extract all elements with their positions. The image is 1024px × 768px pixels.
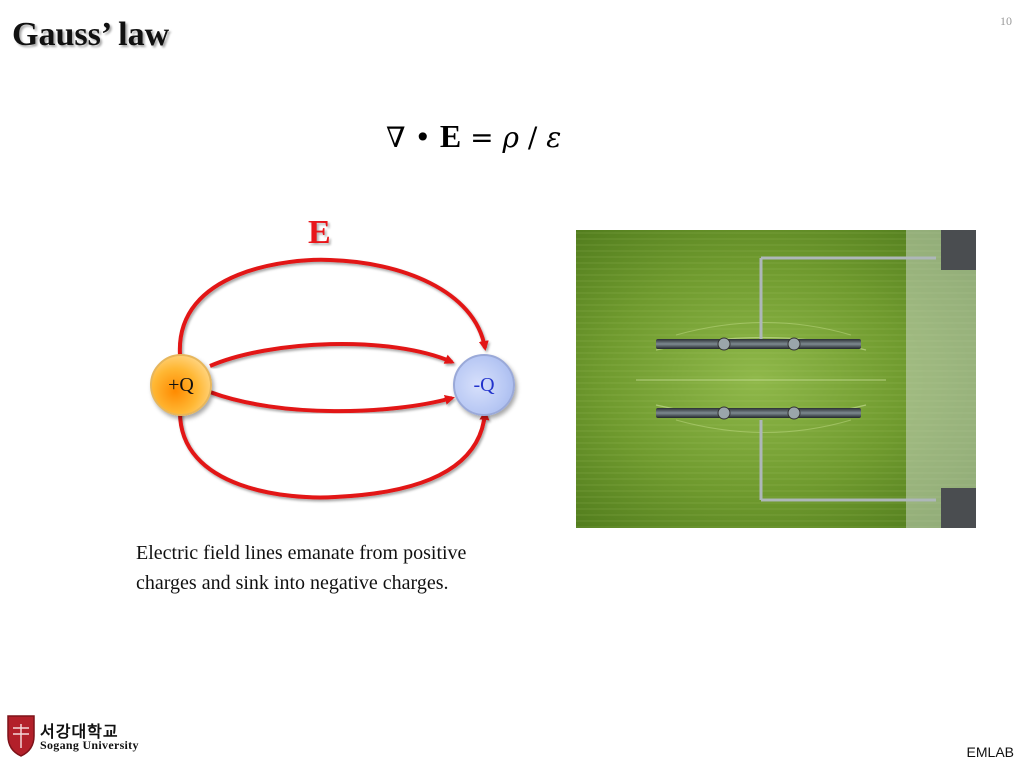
field-label: E: [308, 214, 331, 251]
caption: Electric field lines emanate from positi…: [136, 538, 576, 598]
caption-line-1: Electric field lines emanate from positi…: [136, 542, 467, 564]
electric-field-symbol: E: [439, 118, 462, 154]
field-photo-svg: [576, 230, 976, 528]
photo-wire-top: [759, 256, 936, 342]
slide-title: Gauss’ law: [12, 16, 170, 53]
footer-brand: EMLAB: [966, 744, 1014, 760]
field-line-top: [177, 257, 489, 356]
photo-plate-top: [656, 339, 861, 349]
field-line-upper-middle: [209, 342, 455, 368]
university-name-korean: 서강대학교: [40, 722, 119, 741]
nabla-symbol: ∇: [386, 121, 406, 154]
photo-clamp-top: [941, 230, 976, 270]
dot-operator: •: [414, 121, 431, 154]
university-name-english: Sogang University: [40, 738, 139, 752]
field-lines-diagram: +Q -Q: [140, 250, 530, 510]
field-line-lower-middle: [209, 390, 455, 414]
division-slash: /: [527, 121, 538, 154]
rho-symbol: ρ: [502, 121, 519, 154]
university-logo: [6, 714, 166, 764]
field-lines-photo: [576, 230, 976, 528]
positive-charge: +Q: [150, 354, 212, 416]
field-lines-svg: [177, 257, 490, 500]
photo-plate-bottom: [656, 408, 861, 418]
field-line-bottom: [177, 409, 490, 500]
gauss-law-equation: ∇ • E = ρ / ε: [386, 118, 561, 155]
photo-wire-bottom: [759, 420, 936, 502]
equals-sign: =: [470, 121, 494, 154]
caption-line-2: charges and sink into negative charges.: [136, 572, 449, 594]
shield-icon: [7, 715, 35, 757]
epsilon-symbol: ε: [546, 121, 562, 154]
photo-glass-edge: [906, 230, 976, 528]
negative-charge: -Q: [453, 354, 515, 416]
photo-clamp-bottom: [941, 488, 976, 528]
page-number: 10: [1000, 14, 1012, 28]
